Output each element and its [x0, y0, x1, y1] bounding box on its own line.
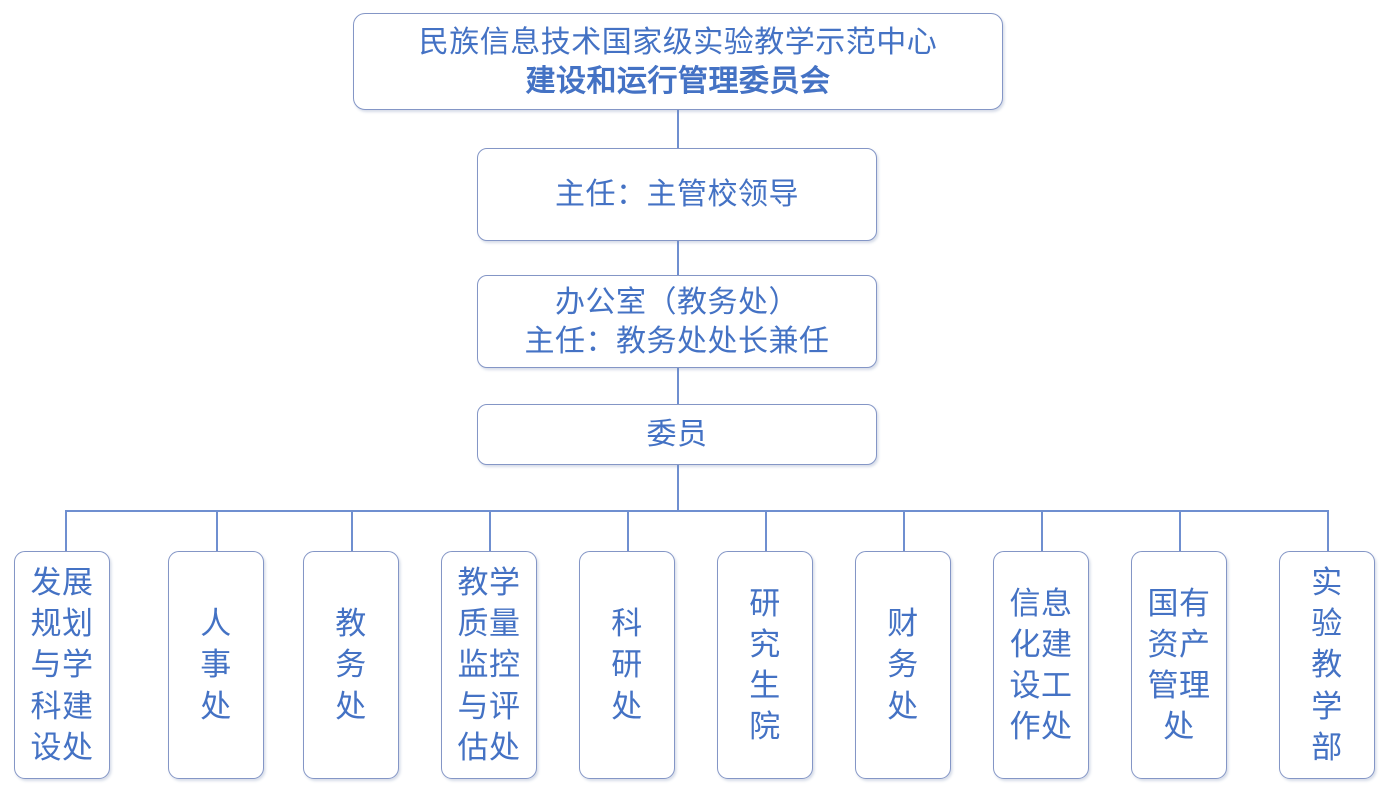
node-department-6-line1: 财 — [887, 606, 919, 642]
node-department-5-line4: 院 — [749, 709, 781, 745]
connector-members-to-bus — [677, 465, 679, 511]
node-director-line1: 主任：主管校领导 — [555, 178, 799, 211]
node-department-0-line1: 发展 — [30, 564, 94, 600]
node-department-9[interactable]: 实验教学部 — [1279, 551, 1375, 779]
node-department-4[interactable]: 科研处 — [579, 551, 675, 779]
connector-root-to-director — [677, 110, 679, 148]
connector-bus-to-dept1 — [216, 510, 218, 551]
node-department-1[interactable]: 人事处 — [168, 551, 264, 779]
node-department-7-line2: 化建 — [1009, 626, 1073, 662]
node-department-2-line2: 务 — [335, 647, 367, 683]
node-members[interactable]: 委员 — [477, 404, 877, 465]
connector-bus-to-dept3 — [489, 510, 491, 551]
node-department-1-line1: 人 — [200, 606, 232, 642]
node-department-7[interactable]: 信息化建设工作处 — [993, 551, 1089, 779]
node-department-9-line1: 实 — [1311, 564, 1343, 600]
connector-bus-to-dept4 — [627, 510, 629, 551]
node-department-3[interactable]: 教学质量监控与评估处 — [441, 551, 537, 779]
connector-bus-to-dept8 — [1179, 510, 1181, 551]
connector-office-to-members — [677, 368, 679, 404]
node-department-7-line1: 信息 — [1009, 585, 1073, 621]
node-department-7-line4: 作处 — [1009, 709, 1073, 745]
node-department-9-line3: 教 — [1311, 647, 1343, 683]
connector-bus-to-dept0 — [65, 510, 67, 551]
node-office[interactable]: 办公室（教务处） 主任：教务处处长兼任 — [477, 275, 877, 368]
connector-horizontal-bus — [65, 510, 1328, 512]
node-department-3-line4: 与评 — [457, 688, 521, 724]
node-director[interactable]: 主任：主管校领导 — [477, 148, 877, 241]
node-department-8-line4: 处 — [1163, 709, 1195, 745]
node-department-9-line4: 学 — [1311, 688, 1343, 724]
node-department-0-line2: 规划 — [30, 606, 94, 642]
node-department-3-line1: 教学 — [457, 564, 521, 600]
node-department-4-line2: 研 — [611, 647, 643, 683]
node-department-4-line1: 科 — [611, 606, 643, 642]
node-department-9-line2: 验 — [1311, 606, 1343, 642]
node-root-committee[interactable]: 民族信息技术国家级实验教学示范中心 建设和运行管理委员会 — [353, 13, 1003, 110]
node-department-5-line3: 生 — [749, 668, 781, 703]
node-office-line2: 主任：教务处处长兼任 — [524, 324, 830, 358]
node-department-0[interactable]: 发展规划与学科建设处 — [14, 551, 110, 779]
node-root-line1: 民族信息技术国家级实验教学示范中心 — [418, 25, 938, 59]
node-department-6-line3: 处 — [887, 688, 919, 724]
node-department-0-line3: 与学 — [30, 647, 94, 683]
node-department-0-line4: 科建 — [30, 688, 94, 724]
node-department-8-line3: 管理 — [1147, 668, 1211, 703]
node-department-7-line3: 设工 — [1009, 668, 1073, 703]
node-department-5-line1: 研 — [749, 585, 781, 621]
node-department-0-line5: 设处 — [30, 729, 94, 765]
connector-bus-to-dept2 — [351, 510, 353, 551]
node-department-1-line2: 事 — [200, 647, 232, 683]
connector-director-to-office — [677, 241, 679, 275]
node-department-8[interactable]: 国有资产管理处 — [1131, 551, 1227, 779]
node-department-6[interactable]: 财务处 — [855, 551, 951, 779]
node-root-line2: 建设和运行管理委员会 — [525, 64, 831, 98]
connector-bus-to-dept9 — [1327, 510, 1329, 551]
node-department-3-line5: 估处 — [457, 729, 521, 765]
node-department-2-line3: 处 — [335, 688, 367, 724]
node-members-line1: 委员 — [646, 418, 708, 451]
node-department-3-line2: 质量 — [457, 606, 521, 642]
connector-bus-to-dept5 — [765, 510, 767, 551]
node-department-5[interactable]: 研究生院 — [717, 551, 813, 779]
node-department-8-line1: 国有 — [1147, 585, 1211, 621]
node-department-8-line2: 资产 — [1147, 626, 1211, 662]
node-department-2[interactable]: 教务处 — [303, 551, 399, 779]
node-department-9-line5: 部 — [1311, 729, 1343, 765]
node-department-5-line2: 究 — [749, 626, 781, 662]
node-department-1-line3: 处 — [200, 688, 232, 724]
node-office-line1: 办公室（教务处） — [555, 285, 799, 319]
node-department-6-line2: 务 — [887, 647, 919, 683]
connector-bus-to-dept6 — [903, 510, 905, 551]
node-department-3-line3: 监控 — [457, 647, 521, 683]
node-department-2-line1: 教 — [335, 606, 367, 642]
connector-bus-to-dept7 — [1041, 510, 1043, 551]
node-department-4-line3: 处 — [611, 688, 643, 724]
